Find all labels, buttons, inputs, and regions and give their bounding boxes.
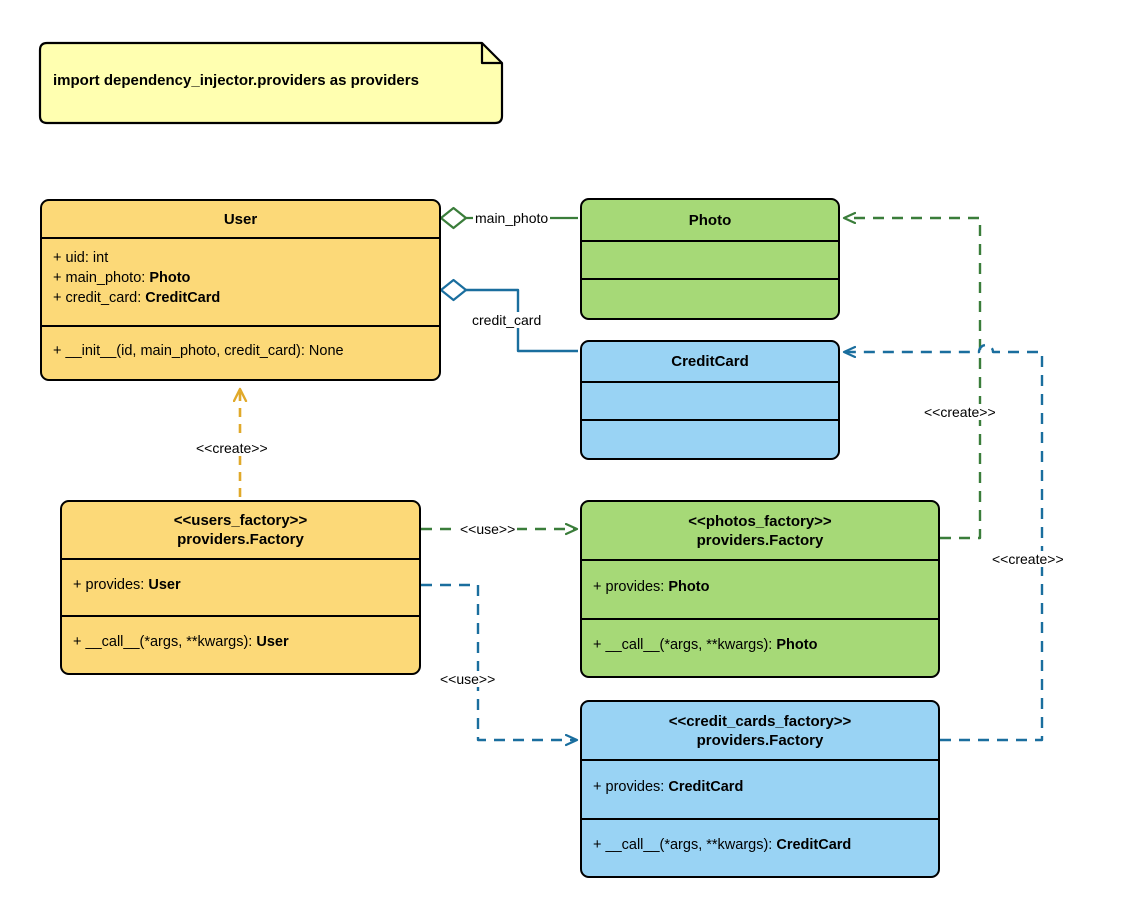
class-stereotype-users-factory: <<users_factory>> <box>173 512 308 529</box>
attribute-type: CreditCard <box>668 779 744 795</box>
class-methods-credit-cards-factory: + __call__(*args, **kwargs): CreditCard <box>582 820 938 876</box>
class-box-photo[interactable]: Photo <box>580 198 840 320</box>
class-methods-credit-card <box>582 421 838 458</box>
edge-label-create-credit-card: <<create>> <box>990 551 1066 567</box>
class-attributes-credit-card <box>582 383 838 421</box>
class-stereotype-photos-factory: <<photos_factory>> <box>688 512 832 530</box>
class-attributes-photos-factory: + provides: Photo <box>582 561 938 620</box>
class-header-photos-factory: <<photos_factory>> providers.Factory <box>582 502 938 561</box>
edge-label-create-user: <<create>> <box>194 440 270 456</box>
attribute-row: + provides: CreditCard <box>582 761 938 797</box>
method-return-type: None <box>308 343 344 359</box>
class-methods-user: + __init__(id, main_photo, credit_card):… <box>42 327 439 379</box>
class-name-users-factory: providers.Factory <box>177 531 304 548</box>
method-return-type: CreditCard <box>776 837 852 853</box>
class-header-user: User <box>42 201 439 239</box>
method-label: __call__(*args, **kwargs): <box>85 634 257 650</box>
method-return-type: User <box>256 634 289 650</box>
attribute-label: provides: <box>85 577 149 593</box>
attribute-row: + main_photo: Photo <box>42 268 439 288</box>
method-label: __call__(*args, **kwargs): <box>605 637 777 653</box>
visibility-marker: + <box>593 779 606 795</box>
class-stereotype-credit-cards-factory: <<credit_cards_factory>> <box>668 712 852 730</box>
attribute-type: User <box>148 577 181 593</box>
attribute-label: main_photo: <box>65 270 150 286</box>
class-header-credit-cards-factory: <<credit_cards_factory>> providers.Facto… <box>582 702 938 761</box>
edge-label-create-photo: <<create>> <box>922 404 998 420</box>
edge-label-use-credit-cards: <<use>> <box>438 671 498 687</box>
method-label: __init__(id, main_photo, credit_card): <box>65 343 309 359</box>
class-methods-photos-factory: + __call__(*args, **kwargs): Photo <box>582 620 938 676</box>
class-box-users-factory[interactable]: <<users_factory>> providers.Factory + pr… <box>60 500 421 675</box>
visibility-marker: + <box>73 577 86 593</box>
aggregation-diamond-main-photo <box>439 206 468 230</box>
class-box-user[interactable]: User + uid: int + main_photo: Photo + cr… <box>40 199 441 381</box>
attribute-type: Photo <box>668 579 710 595</box>
attribute-row: + uid: int <box>42 239 439 268</box>
method-label: __call__(*args, **kwargs): <box>605 837 777 853</box>
class-attributes-user: + uid: int + main_photo: Photo + credit_… <box>42 239 439 327</box>
class-methods-users-factory: + __call__(*args, **kwargs): User <box>62 617 419 673</box>
class-box-credit-cards-factory[interactable]: <<credit_cards_factory>> providers.Facto… <box>580 700 940 878</box>
class-header-users-factory: <<users_factory>> providers.Factory <box>62 502 419 560</box>
relation-create-credit-card <box>845 343 1044 742</box>
attribute-type: CreditCard <box>145 290 221 306</box>
class-name-user: User <box>223 210 258 228</box>
attribute-label: provides: <box>605 579 669 595</box>
note-text: import dependency_injector.providers as … <box>53 72 419 89</box>
attribute-label: uid: <box>65 250 93 266</box>
method-row: + __call__(*args, **kwargs): CreditCard <box>582 820 938 855</box>
class-attributes-users-factory: + provides: User <box>62 560 419 617</box>
aggregation-diamond-credit-card <box>439 278 468 302</box>
class-methods-photo <box>582 280 838 318</box>
note-shape <box>38 41 504 125</box>
visibility-marker: + <box>53 343 66 359</box>
attribute-row: + provides: Photo <box>582 561 938 597</box>
class-header-credit-card: CreditCard <box>582 342 838 383</box>
attribute-row: + provides: User <box>62 560 419 595</box>
attribute-row: + credit_card: CreditCard <box>42 288 439 308</box>
import-note: import dependency_injector.providers as … <box>38 41 504 125</box>
visibility-marker: + <box>593 637 606 653</box>
class-name-credit-cards-factory: providers.Factory <box>696 731 824 749</box>
method-return-type: Photo <box>776 637 818 653</box>
visibility-marker: + <box>593 579 606 595</box>
class-name-credit-card: CreditCard <box>671 353 749 370</box>
visibility-marker: + <box>53 270 66 286</box>
attribute-type: Photo <box>149 270 191 286</box>
method-row: + __init__(id, main_photo, credit_card):… <box>42 327 439 361</box>
class-name-photos-factory: providers.Factory <box>696 531 824 549</box>
class-name-photo: Photo <box>688 211 732 229</box>
class-attributes-photo <box>582 242 838 280</box>
relation-create-photo <box>845 218 982 540</box>
relation-use-credit-cards-factory <box>421 583 576 740</box>
class-box-credit-card[interactable]: CreditCard <box>580 340 840 460</box>
attribute-type: int <box>92 250 109 266</box>
edge-label-main-photo: main_photo <box>473 210 551 226</box>
class-attributes-credit-cards-factory: + provides: CreditCard <box>582 761 938 820</box>
edge-label-use-photos: <<use>> <box>458 521 518 537</box>
class-header-photo: Photo <box>582 200 838 242</box>
class-box-photos-factory[interactable]: <<photos_factory>> providers.Factory + p… <box>580 500 940 678</box>
method-row: + __call__(*args, **kwargs): Photo <box>582 620 938 655</box>
edge-label-credit-card: credit_card <box>470 312 544 328</box>
visibility-marker: + <box>593 837 606 853</box>
visibility-marker: + <box>53 290 66 306</box>
visibility-marker: + <box>73 634 86 650</box>
method-row: + __call__(*args, **kwargs): User <box>62 617 419 652</box>
attribute-label: provides: <box>605 779 669 795</box>
visibility-marker: + <box>53 250 66 266</box>
attribute-label: credit_card: <box>65 290 146 306</box>
